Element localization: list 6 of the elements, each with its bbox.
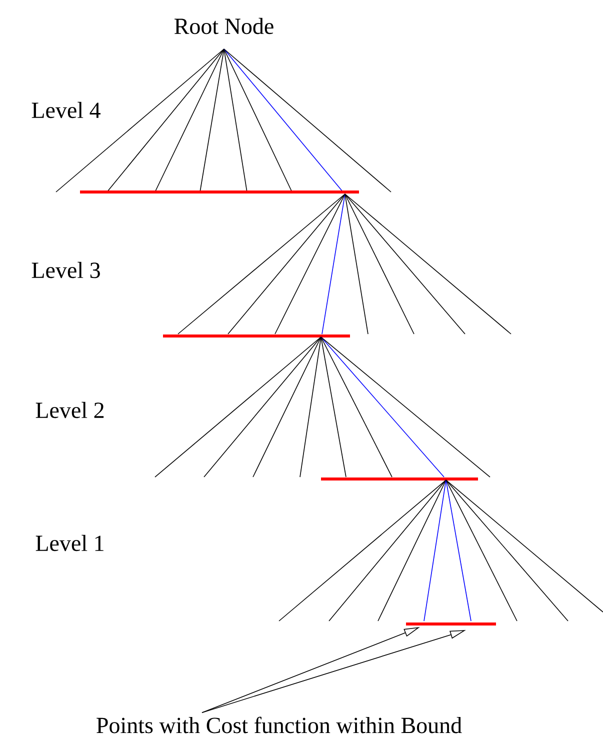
text-label: Points with Cost function within Bound bbox=[96, 716, 462, 734]
level-label: Level 1 bbox=[36, 534, 104, 552]
text-label: Root Node bbox=[174, 18, 274, 34]
level-label: Level 2 bbox=[36, 402, 104, 418]
level-label: Level 3 bbox=[32, 262, 100, 278]
level-label: Level 4 bbox=[32, 102, 100, 118]
